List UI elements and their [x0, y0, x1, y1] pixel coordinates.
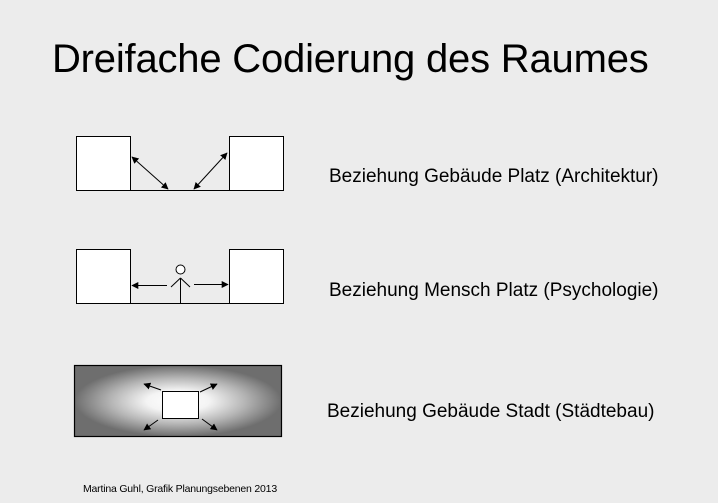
row-label-psychology: Beziehung Mensch Platz (Psychologie) — [329, 280, 659, 301]
arrow-up-right-icon — [199, 383, 218, 393]
building-left — [76, 249, 131, 304]
building-center — [162, 391, 199, 419]
arrow-left-diagonal-icon — [131, 156, 169, 190]
diagram-person-square — [76, 249, 284, 304]
arrow-down-right-icon — [201, 418, 218, 431]
building-right — [229, 249, 284, 304]
row-label-urbanism: Beziehung Gebäude Stadt (Städtebau) — [327, 401, 655, 422]
arrow-right-diagonal-icon — [193, 152, 228, 190]
slide-title: Dreifache Codierung des Raumes — [52, 37, 649, 81]
slide-footer-credit: Martina Guhl, Grafik Planungsebenen 2013 — [83, 483, 277, 495]
person-icon — [170, 264, 191, 303]
arrow-down-left-icon — [143, 419, 159, 431]
building-left — [76, 136, 131, 191]
diagram-building-square — [76, 136, 284, 191]
arrow-up-left-icon — [143, 382, 162, 391]
building-right — [229, 136, 284, 191]
row-label-architecture: Beziehung Gebäude Platz (Architektur) — [329, 166, 659, 187]
diagram-building-city — [73, 364, 283, 438]
